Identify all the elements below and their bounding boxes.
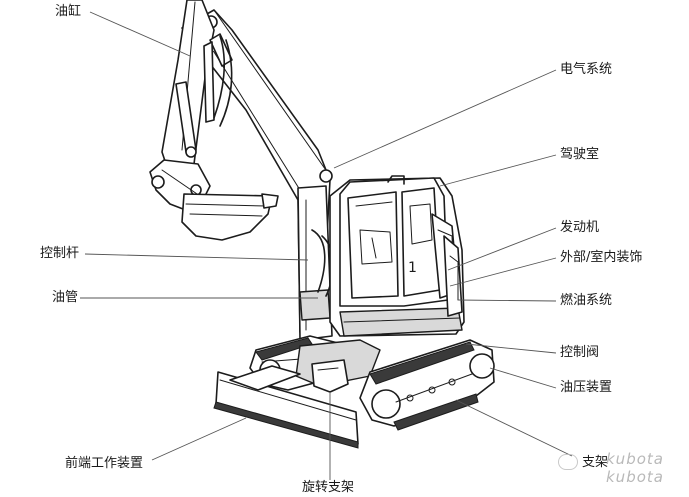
label-engine: 发动机 <box>560 220 600 235</box>
label-control-lever: 控制杆 <box>40 246 80 261</box>
label-front-attachment: 前端工作装置 <box>65 456 144 471</box>
watermark-line1: kubota <box>606 450 664 468</box>
cab: 1 <box>339 175 459 307</box>
leader-lines <box>80 11 573 480</box>
watermark-line2: kubota <box>606 468 664 486</box>
label-cylinder: 油缸 <box>55 4 82 19</box>
right-track <box>359 339 495 431</box>
label-interior: 外部/室内装饰 <box>560 250 643 265</box>
svg-text:1: 1 <box>408 260 417 276</box>
arm-cylinder <box>175 81 197 158</box>
label-fuel: 燃油系统 <box>560 293 613 308</box>
boom-swing-base <box>297 185 334 341</box>
label-cab: 驾驶室 <box>560 147 600 162</box>
dozer-blade <box>213 365 359 449</box>
boom-cylinder <box>203 33 233 127</box>
bucket <box>181 193 279 241</box>
label-control-valve: 控制阀 <box>560 345 600 360</box>
label-oil-pipe: 油管 <box>52 290 79 305</box>
label-swing-bracket: 旋转支架 <box>302 480 355 495</box>
label-hydraulic: 油压装置 <box>560 380 613 395</box>
engine-panel <box>443 235 463 317</box>
label-electrical: 电气系统 <box>560 62 613 77</box>
watermark-icon <box>558 454 578 470</box>
label-undercarriage: 支架 <box>582 455 609 470</box>
